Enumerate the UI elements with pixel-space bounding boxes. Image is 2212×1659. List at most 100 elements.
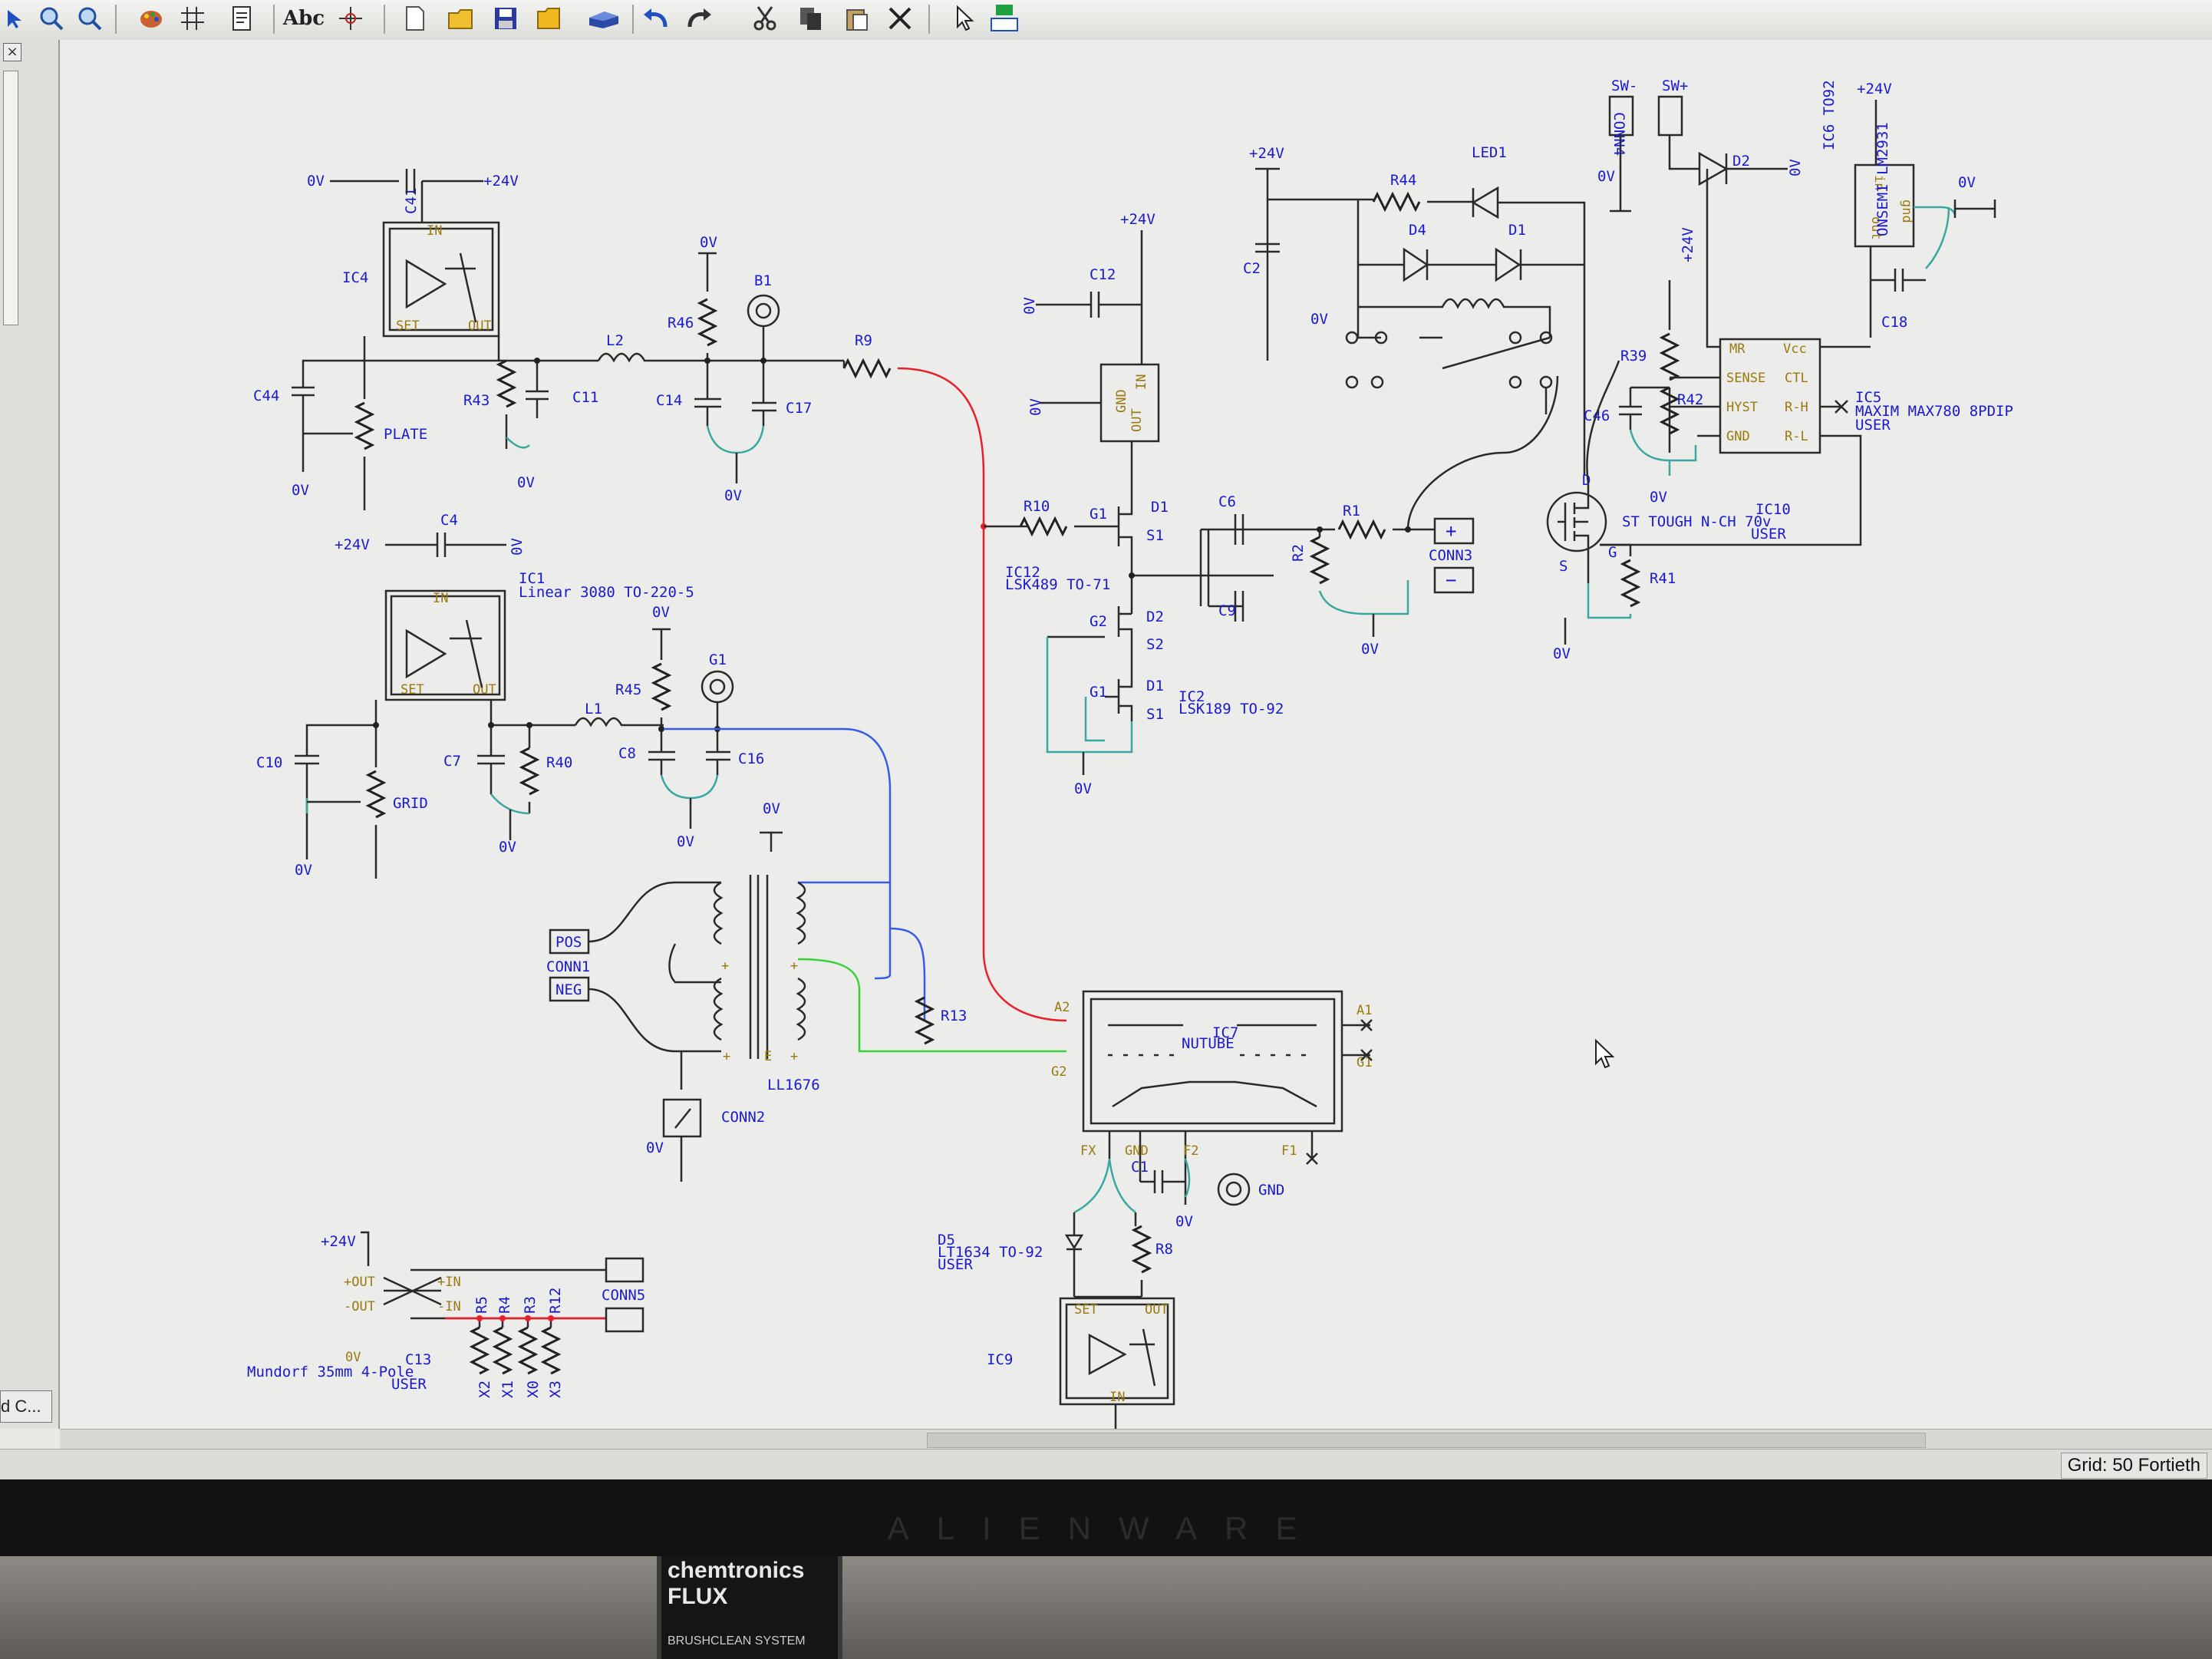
f2-pin: F2 <box>1183 1143 1198 1159</box>
undo-icon[interactable] <box>640 3 672 34</box>
ground-jfet-b: 0V <box>1027 398 1044 416</box>
f1-pin: F1 <box>1281 1143 1297 1159</box>
output-section[interactable]: C6 C9 R2 R1 + − CONN3 0V <box>1199 375 1559 658</box>
ground-grid-d: 0V <box>677 833 694 850</box>
transformer-ll1676[interactable]: POS NEG CONN1 0V + + + + E LL1676 <box>546 800 820 1093</box>
c1-label: C1 <box>1131 1159 1149 1176</box>
close-icon[interactable]: × <box>3 43 21 61</box>
control-section[interactable]: SW- SW+ CONN4 0V D2 0V +24V in gnd out I… <box>1546 78 2013 662</box>
jfet-section[interactable]: +24V C12 0V IN GND OUT 0V R10 G1 D1 S1 I… <box>984 211 1284 797</box>
s1-pin: S1 <box>1146 527 1164 544</box>
r13-label: R13 <box>941 1008 967 1024</box>
a1-pin: A1 <box>1357 1003 1372 1018</box>
connector5-section[interactable]: +24V +OUT -OUT +IN -IN 0V C13 Mundorf 35… <box>247 1231 645 1398</box>
conn2[interactable]: CONN2 0V <box>646 1098 765 1182</box>
r3-label: R3 <box>522 1296 539 1314</box>
supply-ctl: +24V <box>1857 81 1892 97</box>
notes-icon[interactable] <box>226 3 258 34</box>
panel-strip[interactable] <box>3 71 18 325</box>
net-plate-red[interactable] <box>897 367 1067 1022</box>
supply-jfet: +24V <box>1120 211 1155 228</box>
rh-pin: R-H <box>1785 400 1808 415</box>
c13-desc: Mundorf 35mm 4-Pole <box>247 1364 414 1380</box>
supply-label: +24V <box>483 173 519 190</box>
g1-pin: G1 <box>1090 506 1107 523</box>
g1-label: G1 <box>709 651 727 668</box>
cut-icon[interactable] <box>749 3 781 34</box>
ic1-desc: Linear 3080 TO-220-5 <box>519 584 694 601</box>
neg-label: NEG <box>555 981 582 998</box>
palette-icon[interactable] <box>135 3 167 34</box>
conn3-minus: − <box>1446 569 1456 591</box>
place-icon[interactable] <box>335 3 367 34</box>
gnd-pin-tube: GND <box>1125 1143 1149 1159</box>
open-icon[interactable] <box>445 3 477 34</box>
ic7-label: IC7 <box>1212 1024 1238 1041</box>
schematic-canvas[interactable]: .w{stroke:#2a2a2a;stroke-width:2.5;fill:… <box>60 40 2212 1429</box>
net-blue-2[interactable] <box>798 881 926 1021</box>
x1-label: X1 <box>499 1380 516 1398</box>
r46-label: R46 <box>668 315 694 331</box>
redo-icon[interactable] <box>683 3 715 34</box>
ic10-desc: ST TOUGH N-CH 70v <box>1622 513 1771 530</box>
c9-label: C9 <box>1218 602 1236 619</box>
new-icon[interactable] <box>399 3 431 34</box>
led1-label: LED1 <box>1472 144 1507 161</box>
ic5-label: IC5 <box>1855 389 1881 406</box>
regulator-ic1[interactable]: +24V C4 0V IN SET OUT IC1 Linear 3080 TO… <box>335 512 694 701</box>
desk-background <box>0 1556 2212 1659</box>
plate-pot-label: PLATE <box>384 426 427 443</box>
ic12-desc: LSK489 TO-71 <box>1005 576 1110 593</box>
plate-section[interactable]: C44 PLATE 0V R43 C11 0V L2 0V R46 B1 C14… <box>253 234 898 510</box>
r44-label: R44 <box>1390 172 1416 189</box>
document-tab[interactable]: d C... <box>0 1390 52 1423</box>
ground-jfet-a: 0V <box>1021 297 1038 315</box>
delete-icon[interactable] <box>884 3 916 34</box>
ground-jfet-c: 0V <box>1074 780 1092 797</box>
minus-out-pin: -OUT <box>344 1299 375 1314</box>
r39-label: R39 <box>1620 348 1647 364</box>
grid-icon[interactable] <box>176 3 209 34</box>
copy-icon[interactable] <box>795 3 827 34</box>
net-grid-blue[interactable] <box>664 727 892 980</box>
d4-label: D4 <box>1409 222 1426 239</box>
r4-label: R4 <box>496 1296 513 1314</box>
ic6-label: IC6 TO92 <box>1821 80 1838 150</box>
zoom-out-icon[interactable] <box>74 3 106 34</box>
s2-pin: S2 <box>1146 636 1164 653</box>
ground-grid-a: 0V <box>295 862 312 879</box>
library-icon[interactable] <box>583 3 625 34</box>
regulator-ic4[interactable]: C41 0V +24V IN SET OUT IC4 <box>307 169 519 338</box>
c13-label: C13 <box>405 1351 431 1368</box>
c12-label: C12 <box>1090 266 1116 283</box>
supply-relay: +24V <box>1249 145 1284 162</box>
grid-section[interactable]: C10 GRID 0V C7 R40 0V L1 0V R45 G1 C8 C1… <box>256 604 764 879</box>
ground-tube: 0V <box>1175 1213 1193 1230</box>
toolbar: Abc <box>0 0 2212 41</box>
d1-pin: D1 <box>1151 499 1169 516</box>
c8-label: C8 <box>618 745 636 762</box>
paste-icon[interactable] <box>841 3 873 34</box>
d5-desc: LT1634 TO-92 <box>938 1244 1043 1261</box>
text-tool[interactable]: Abc <box>282 7 325 30</box>
zoom-in-icon[interactable] <box>35 3 68 34</box>
d5-user: USER <box>938 1256 973 1273</box>
folder-icon[interactable] <box>532 3 565 34</box>
component-icon[interactable] <box>987 3 1024 34</box>
horizontal-scrollbar[interactable] <box>60 1429 2212 1450</box>
x3-label: X3 <box>547 1380 564 1398</box>
ic4-label: IC4 <box>342 269 368 286</box>
nutube-ic7[interactable]: A2 A1 G2 G1 IC7 NUTUBE FX GND F2 F1 C1 G… <box>1051 990 1373 1230</box>
save-icon[interactable] <box>490 3 522 34</box>
scrollbar-thumb[interactable] <box>927 1433 1926 1448</box>
select-icon[interactable] <box>0 3 32 34</box>
l1-label: L1 <box>585 701 602 717</box>
ground-relay: 0V <box>1310 311 1328 328</box>
pointer-icon[interactable] <box>948 3 981 34</box>
c14-label: C14 <box>656 392 682 409</box>
net-green[interactable] <box>797 958 1066 1053</box>
relay-section[interactable]: +24V C2 R44 LED1 D4 D1 0V <box>1243 144 1586 476</box>
q-g-pin: G <box>1608 544 1617 561</box>
filament-ic9[interactable]: D5 LT1634 TO-92 USER R8 SET OUT IN IC9 <box>938 1212 1175 1429</box>
x2-label: X2 <box>476 1380 493 1398</box>
